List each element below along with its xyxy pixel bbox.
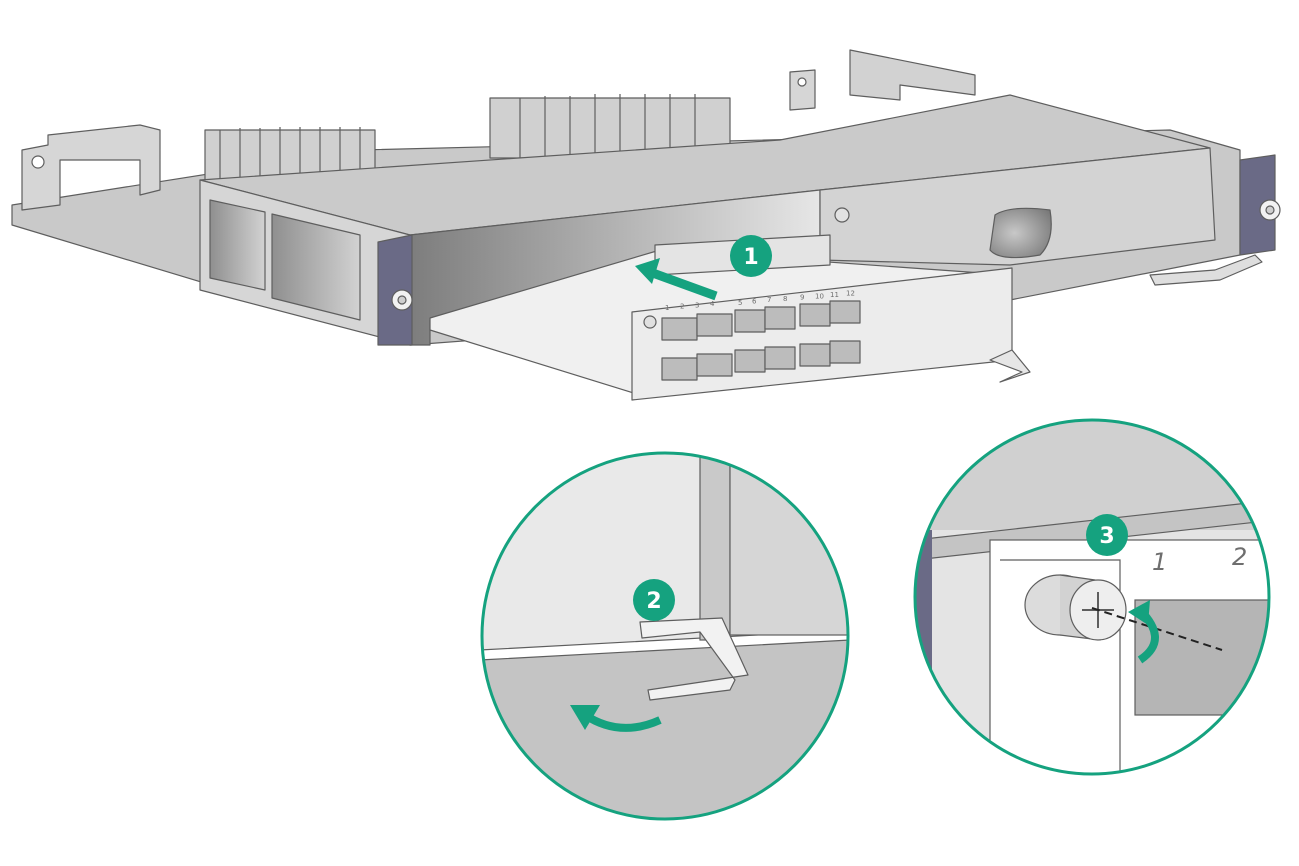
zoom-callout-screw: 1 2 3 [913, 418, 1271, 776]
zoom-port-label: 2 [1232, 543, 1247, 571]
step-3-badge: 3 [1086, 514, 1128, 556]
port-number-label: 12 [846, 290, 855, 298]
left-window-2 [271, 213, 361, 321]
port-number-label: 6 [752, 298, 757, 306]
port-number-label: 11 [830, 291, 839, 299]
port-group-right [734, 300, 861, 373]
step-2-badge: 2 [633, 579, 675, 621]
zoom-ejector-lever [639, 617, 749, 701]
port-cage [799, 303, 831, 327]
zoom-ring-2 [480, 451, 850, 821]
port-cage [764, 306, 796, 330]
port-number-label: 1 [665, 304, 669, 312]
port-number-label: 7 [767, 296, 771, 304]
chassis-ejector-lever [1149, 254, 1263, 286]
port-number-label: 2 [680, 303, 684, 311]
port-cage [764, 346, 796, 370]
rear-bracket [849, 49, 976, 101]
port-cage [799, 343, 831, 367]
step-2-number: 2 [646, 589, 661, 614]
card-captive-screw [643, 315, 657, 329]
step-1-badge: 1 [730, 235, 772, 277]
port-cage [734, 349, 766, 373]
insert-arrow-head [635, 258, 660, 284]
left-window-1 [209, 199, 266, 291]
insert-arrow [648, 267, 718, 301]
rear-tab [789, 69, 816, 111]
zoom-ring-3 [913, 418, 1271, 776]
port-number-label: 3 [695, 301, 699, 309]
port-cage [696, 353, 733, 377]
port-cage [696, 313, 733, 337]
left-bracket-hole [31, 155, 45, 169]
port-number-label: 5 [738, 299, 742, 307]
step-3-number: 3 [1099, 524, 1114, 549]
port-group-left [661, 313, 733, 381]
left-heatsink [204, 127, 376, 181]
zoom-callout-ejector: 2 [480, 451, 850, 821]
right-rail [1239, 154, 1276, 256]
right-filler-hole [989, 207, 1052, 259]
left-rail [377, 234, 413, 346]
port-cage [734, 309, 766, 333]
port-number-label: 10 [815, 292, 824, 300]
card-ejector-lever [989, 349, 1031, 383]
interface-card [429, 234, 1031, 401]
zoom-captive-screw [1024, 574, 1127, 641]
step-1-number: 1 [743, 245, 758, 270]
port-cage [661, 357, 698, 381]
right-module-screw [834, 207, 850, 223]
port-cage [661, 317, 698, 341]
port-number-label: 9 [800, 294, 804, 302]
port-cage [829, 340, 861, 364]
port-number-label: 8 [783, 295, 787, 303]
port-number-label: 4 [710, 300, 715, 308]
zoom-port-cage [1134, 599, 1269, 716]
left-bracket [21, 124, 161, 211]
port-cage [829, 300, 861, 324]
zoom-rotate-arrow [582, 711, 662, 732]
zoom-port-label: 1 [1152, 548, 1167, 576]
